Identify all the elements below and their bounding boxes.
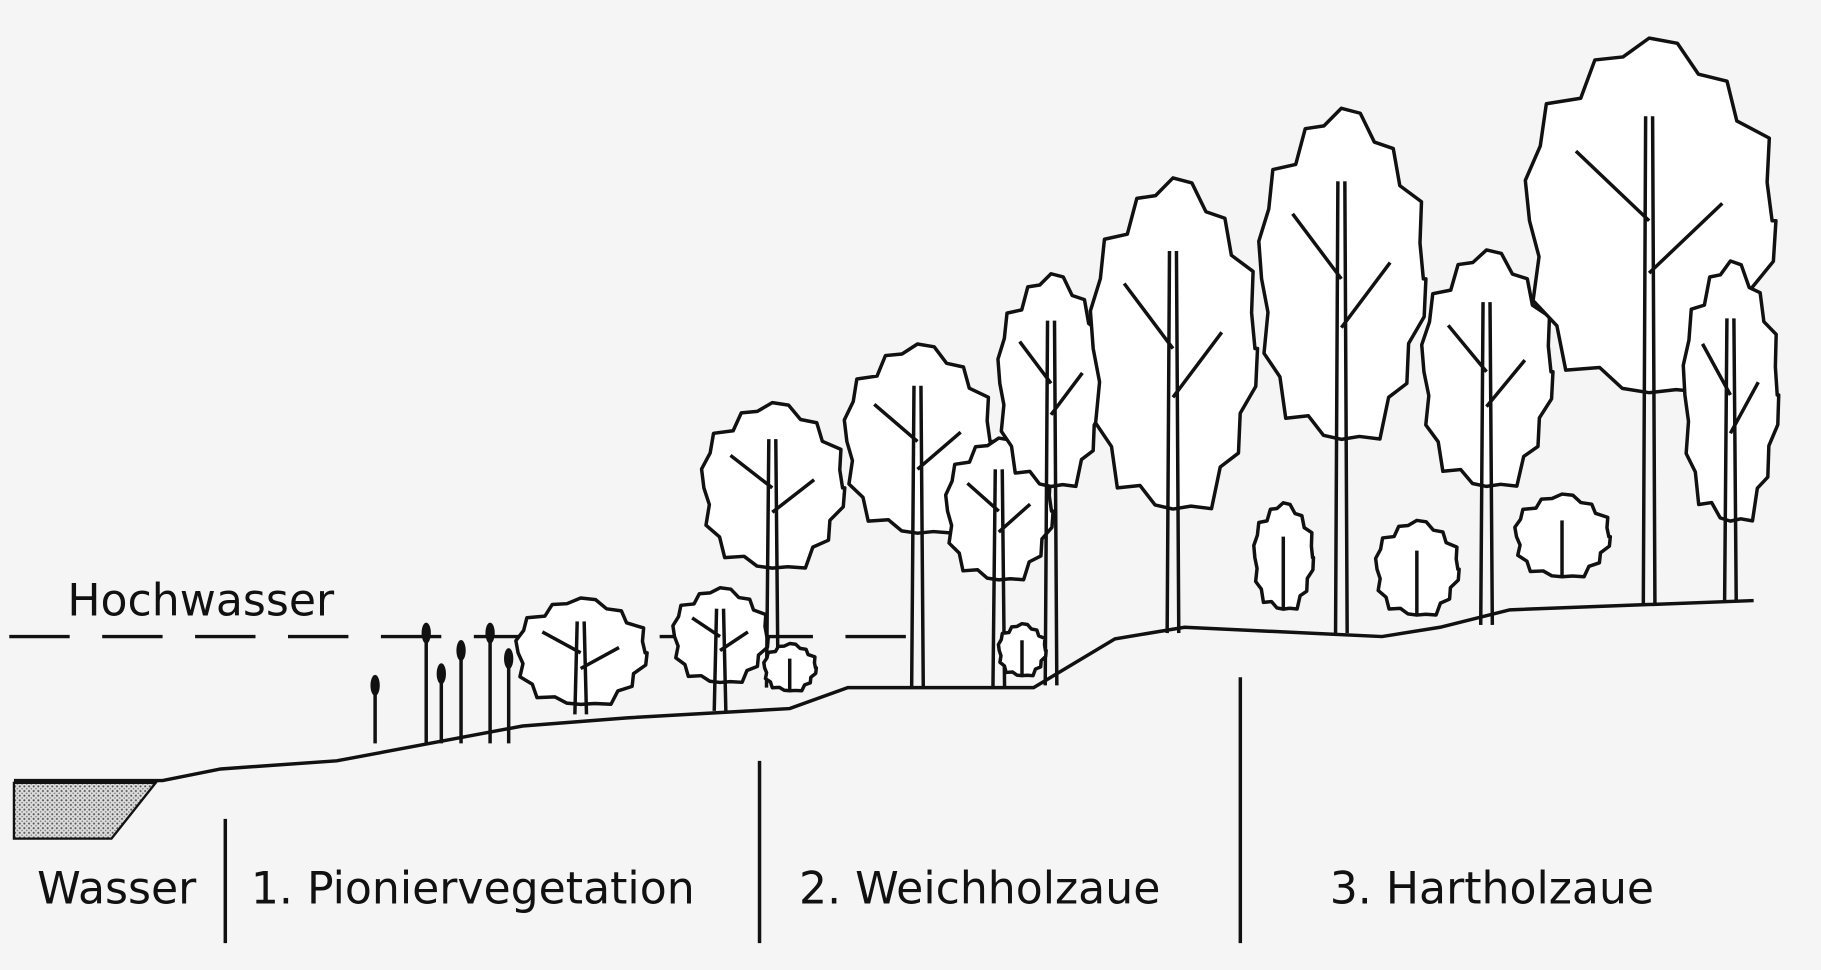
tree-trunk [729,439,816,688]
zone-label-softwood: 2. Weichholzaue [799,864,1160,915]
reed-head [436,663,446,685]
tree-crown [1257,106,1428,442]
tree-crown [1681,259,1781,523]
tree-crown [1419,248,1555,489]
reed-head [504,648,514,670]
tree-trunk [1574,116,1724,605]
tree-trunk [1018,320,1084,686]
reed-head [485,622,495,644]
water-body [12,781,159,840]
reed-head [456,640,466,661]
tree-trunk [1701,318,1760,602]
tree-trunk [691,608,749,711]
reed-head [421,622,431,644]
ground-profile [13,598,1754,783]
vegetation [514,36,1781,715]
tree-trunk [541,621,620,715]
tree-crown [1088,176,1260,511]
reed-head [370,674,380,696]
tree-trunk [1291,181,1392,634]
tree-crown [996,272,1108,489]
flood-line-label: Hochwasser [67,576,335,627]
tree-trunk [873,385,962,688]
zone-label-hardwood: 3. Hartholzaue [1330,864,1654,915]
tree-trunk [966,469,1032,688]
tree-crown [514,596,649,707]
tree-trunk [1446,302,1527,625]
tree-crown [699,400,847,570]
tree-trunk [1122,250,1224,634]
zone-label-pioneer: 1. Pioniervegetation [251,864,695,915]
pioneer-reeds [370,622,514,744]
zone-label-water: Wasser [37,864,197,915]
